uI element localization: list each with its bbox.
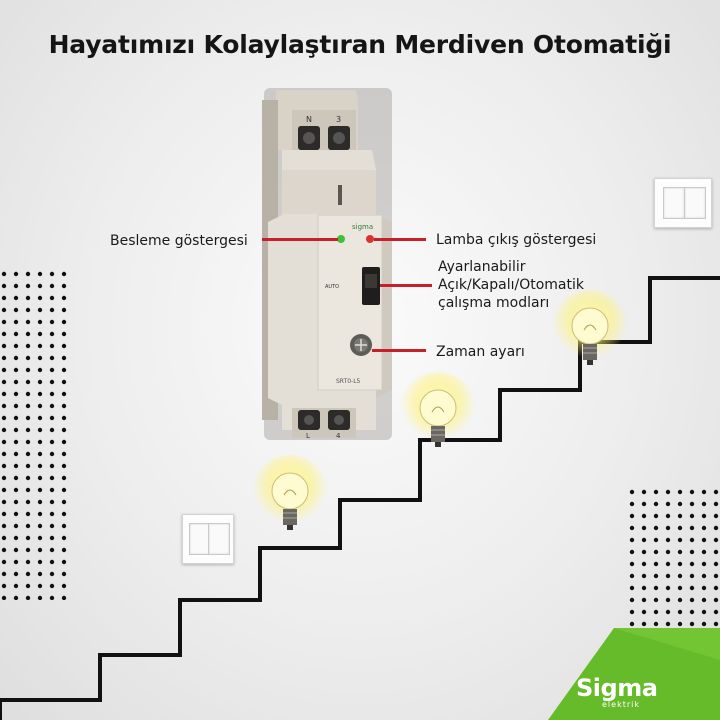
- label-zaman: Zaman ayarı: [436, 344, 525, 360]
- logo-sub: elektrik: [602, 700, 640, 709]
- leader-mode: [380, 284, 432, 287]
- device-brand: sigma: [352, 223, 373, 231]
- dot-pattern-left: [0, 270, 70, 600]
- label-lamba: Lamba çıkış göstergesi: [436, 232, 597, 248]
- terminal-3-label: 3: [336, 115, 341, 124]
- wall-switch-icon: [182, 514, 234, 564]
- page-title: Hayatımızı Kolaylaştıran Merdiven Otomat…: [48, 30, 672, 59]
- leader-besleme: [262, 238, 338, 241]
- terminal-n-label: N: [306, 115, 312, 124]
- logo-name: Sigma: [576, 674, 658, 702]
- mode-mark: AUTO: [325, 284, 339, 290]
- terminal-l-label: L: [306, 432, 310, 440]
- leader-lamba: [374, 238, 426, 241]
- light-bulb-icon: [400, 372, 476, 448]
- lamp-output-led: [366, 235, 374, 243]
- light-bulb-icon: [552, 290, 628, 366]
- light-bulb-icon: [252, 455, 328, 531]
- label-besleme: Besleme göstergesi: [110, 233, 248, 249]
- label-mode: Ayarlanabilir Açık/Kapalı/Otomatik çalış…: [438, 258, 584, 312]
- label-mode-line2: Açık/Kapalı/Otomatik: [438, 277, 584, 293]
- label-mode-line1: Ayarlanabilir: [438, 259, 526, 275]
- device-model: SRT0-L5: [336, 378, 361, 385]
- wall-switch-icon: [654, 178, 712, 228]
- label-mode-line3: çalışma modları: [438, 295, 550, 311]
- supply-led: [337, 235, 345, 243]
- leader-zaman: [372, 349, 426, 352]
- terminal-4-label: 4: [336, 432, 341, 440]
